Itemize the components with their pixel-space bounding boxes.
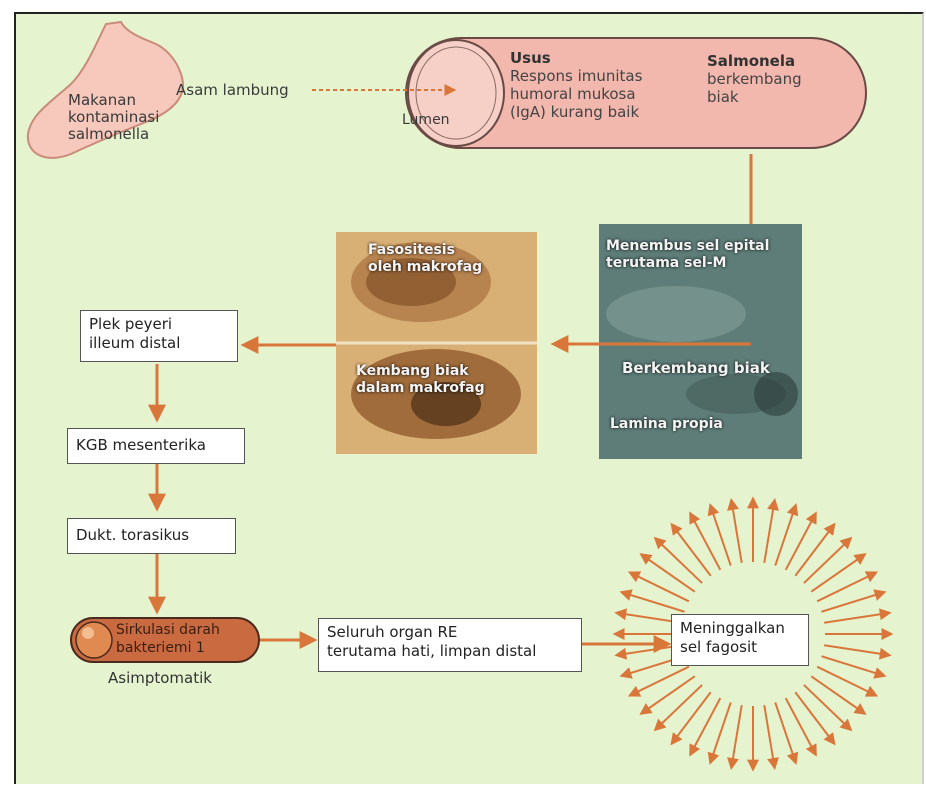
burst-ray-arrow [731,500,741,562]
burst-ray-arrow [795,525,834,576]
immunity-line2: humoral mukosa [510,85,642,103]
burst-ray-arrow [811,676,864,713]
burst-ray-arrow [824,645,889,655]
stomach-label: Makanan kontaminasi salmonella [68,92,159,143]
macrophage-bottom-line2: dalam makrofag [356,380,485,397]
burst-ray-arrow [672,525,711,576]
stomach-label-line1: Makanan [68,92,159,109]
circulation-line2: bakteriemi 1 [116,639,220,657]
epithelium-top-text: Menembus sel epital terutama sel-M [606,238,769,272]
leaving-line1: Meninggalkan [680,619,800,638]
peyer-patch-box: Plek peyeri illeum distal [80,310,238,362]
burst-ray-arrow [804,538,851,583]
duct-box: Dukt. torasikus [67,518,236,554]
diagram-canvas: Makanan kontaminasi salmonella Asam lamb… [14,12,924,784]
salmonella-line1: berkembang [707,70,802,88]
leaving-line2: sel fagosit [680,638,800,657]
burst-ray-arrow [764,500,774,562]
burst-ray-arrow [824,613,889,623]
burst-ray-arrow [804,685,851,730]
peyer-line2: illeum distal [89,334,229,353]
epithelium-line1: Menembus sel epital [606,238,769,255]
salmonella-text: Salmonela berkembang biak [707,52,802,106]
burst-ray-arrow [795,692,834,743]
burst-ray-arrow [672,692,711,743]
burst-ray-arrow [731,705,741,767]
immunity-line3: (IgA) kurang baik [510,103,642,121]
circulation-sphere [76,622,112,658]
epithelium-line2: terutama sel-M [606,255,769,272]
salmonella-line2: biak [707,88,802,106]
burst-ray-arrow [641,555,694,592]
immunity-line1: Respons imunitas [510,67,642,85]
intestine-lumen [408,40,504,146]
intestine-text: Usus Respons imunitas humoral mukosa (Ig… [510,49,642,121]
re-line2: terutama hati, limpan distal [327,642,573,661]
epithelium-middle-text: Berkembang biak [622,360,770,377]
burst-ray-arrow [764,705,774,767]
salmonella-title: Salmonela [707,52,802,70]
re-organ-box: Seluruh organ RE terutama hati, limpan d… [318,618,582,672]
stomach-label-line3: salmonella [68,126,159,143]
stomach-label-line2: kontaminasi [68,109,159,126]
macrophage-top-line2: oleh makrofag [368,259,482,276]
burst-ray-arrow [655,685,702,730]
re-line1: Seluruh organ RE [327,623,573,642]
macrophage-top-line1: Fasositesis [368,242,482,259]
burst-ray-arrow [655,538,702,583]
asymptomatic-caption: Asimptomatik [108,669,212,687]
intestine-title: Usus [510,49,642,67]
epithelium-bottom-text: Lamina propia [610,416,723,433]
peyer-line1: Plek peyeri [89,315,229,334]
circulation-text: Sirkulasi darah bakteriemi 1 [116,621,220,657]
burst-ray-arrow [641,676,694,713]
acid-label: Asam lambung [176,82,289,99]
lumen-label: Lumen [402,112,450,129]
leaving-phagocyte-box: Meninggalkan sel fagosit [671,614,809,666]
macrophage-bottom-text: Kembang biak dalam makrofag [356,363,485,397]
burst-ray-arrow [811,555,864,592]
macrophage-top-text: Fasositesis oleh makrofag [368,242,482,276]
macrophage-bottom-line1: Kembang biak [356,363,485,380]
kgb-box: KGB mesenterika [67,428,245,464]
circulation-line1: Sirkulasi darah [116,621,220,639]
